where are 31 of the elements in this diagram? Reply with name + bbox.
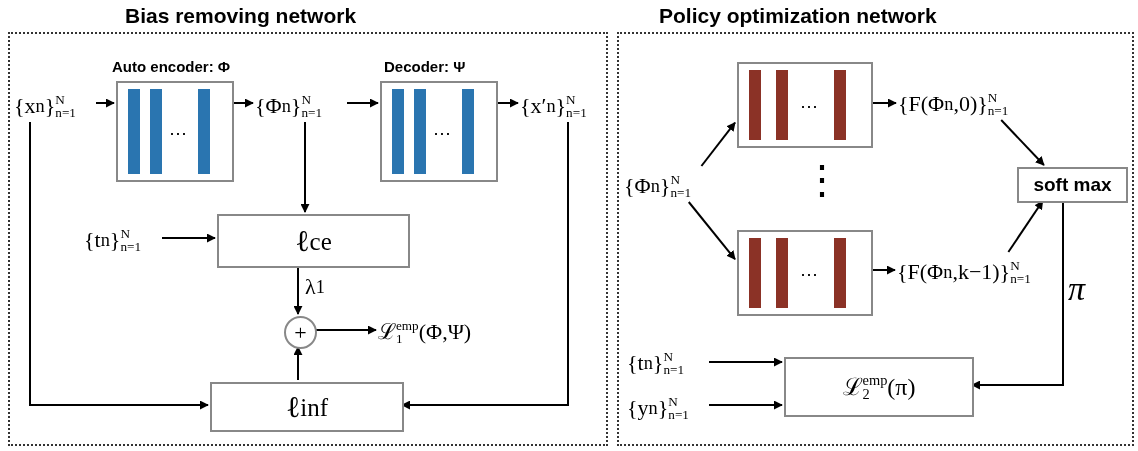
math-expression: ℒ$_{2}$$^{emp}$(π)	[842, 372, 916, 402]
arrow	[687, 201, 736, 261]
section-title: Policy optimization network	[659, 4, 937, 28]
softmax-box	[1017, 167, 1128, 203]
arrow	[29, 121, 209, 410]
vertical-ellipsis: ⋮	[802, 160, 842, 200]
sum-circle	[284, 316, 317, 349]
ellipsis: ⋯	[800, 263, 818, 285]
loss-box	[210, 382, 404, 432]
plus-sign: +	[294, 321, 307, 344]
network-box	[737, 62, 873, 148]
math-expression: ℒ$_{1}$$^{emp}$(Φ,Ψ)	[378, 314, 508, 350]
component-heading: Decoder: Ψ	[384, 58, 466, 75]
arrow	[300, 121, 310, 213]
ellipsis: ⋯	[169, 122, 187, 144]
network-box	[737, 230, 873, 316]
loss-box	[217, 214, 410, 268]
arrow	[700, 121, 736, 167]
ellipsis: ⋯	[433, 122, 451, 144]
component-heading: Auto encoder: Φ	[112, 58, 231, 75]
arrow	[161, 233, 216, 243]
loss-box	[784, 357, 974, 417]
arrow	[293, 346, 303, 381]
box-label: soft max	[1033, 174, 1112, 196]
arrow	[708, 357, 783, 367]
arrow	[346, 98, 379, 108]
section-title: Bias removing network	[125, 4, 357, 28]
arrow	[1000, 119, 1045, 166]
ellipsis: ⋯	[800, 95, 818, 117]
arrow	[95, 98, 115, 108]
arrow	[708, 400, 783, 410]
